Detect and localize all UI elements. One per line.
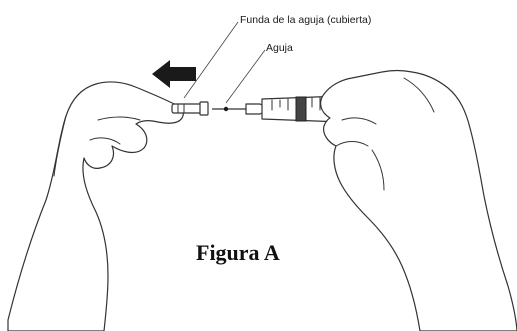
left-arrow-icon — [152, 60, 196, 88]
needle-leader-line — [225, 49, 266, 104]
figure-caption: Figura A — [196, 240, 280, 265]
needle-label: Aguja — [266, 42, 293, 54]
right-hand — [320, 69, 517, 331]
needle-cap-label: Funda de la aguja (cubierta) — [240, 14, 371, 26]
needle — [212, 103, 265, 115]
needle-cap-leader-line — [183, 21, 239, 99]
left-hand — [7, 81, 184, 331]
needle-cap — [171, 101, 209, 116]
